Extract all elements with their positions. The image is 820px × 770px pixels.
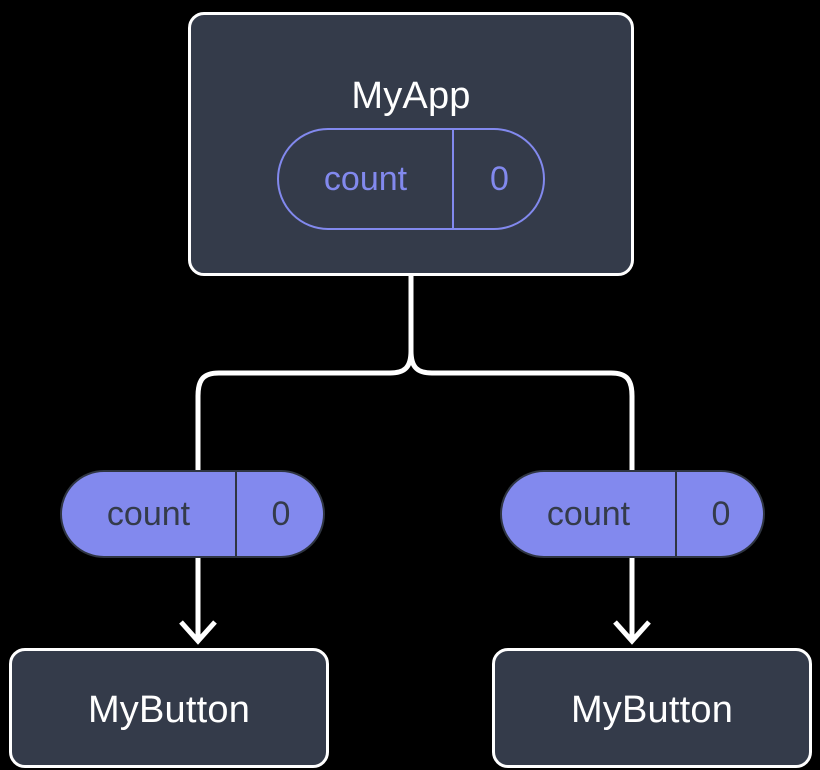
prop-pill-key: count bbox=[106, 494, 191, 533]
prop-pill-value: 0 bbox=[235, 472, 323, 556]
component-node-mybutton-left[interactable]: MyButton bbox=[9, 648, 329, 768]
component-node-mybutton-right[interactable]: MyButton bbox=[492, 648, 812, 768]
component-title-myapp: MyApp bbox=[351, 75, 471, 117]
prop-pill-right-count[interactable]: count 0 bbox=[500, 470, 765, 558]
edge-root-to-right-child bbox=[408, 350, 635, 470]
prop-pill-value: 0 bbox=[675, 472, 763, 556]
prop-pill-left-count[interactable]: count 0 bbox=[60, 470, 325, 558]
component-title-mybutton: MyButton bbox=[87, 689, 251, 731]
arrowhead-left bbox=[179, 620, 217, 645]
state-pill-value: 0 bbox=[452, 130, 543, 228]
component-title-mybutton: MyButton bbox=[570, 689, 734, 731]
arrowhead-right bbox=[613, 620, 651, 645]
state-pill-myapp-count[interactable]: count 0 bbox=[277, 128, 545, 230]
state-pill-key: count bbox=[323, 159, 408, 198]
prop-pill-key: count bbox=[546, 494, 631, 533]
edge-root-to-left-child bbox=[195, 350, 414, 470]
